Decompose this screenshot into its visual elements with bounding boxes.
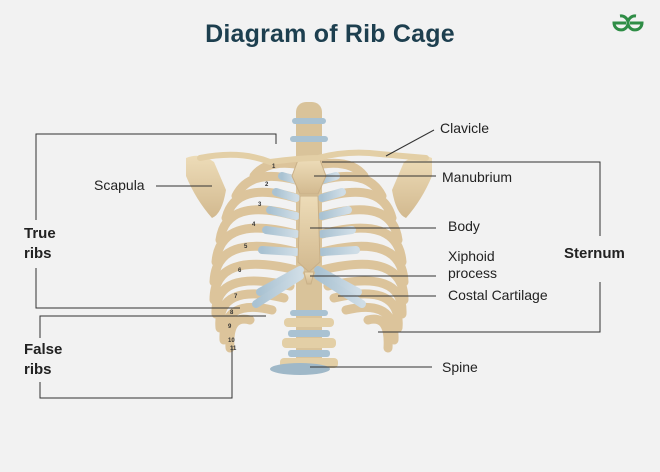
clavicle-bone [197,149,429,166]
right-scapula [392,155,432,218]
rib-number: 2 [265,182,269,188]
rib-number: 7 [234,294,238,300]
sternum-shape [291,159,327,285]
label-costal-cartilage: Costal Cartilage [448,287,548,303]
rib-number: 4 [252,222,256,228]
rib-number: 1 [272,164,276,170]
label-sternum: Sternum [564,245,625,262]
label-false-ribs: False ribs [24,341,63,378]
label-xiphoid-process: Xiphoid process [448,248,498,281]
label-clavicle: Clavicle [440,120,490,136]
leader-lines [35,129,601,399]
label-body: Body [448,218,480,234]
rib-number: 5 [244,244,248,250]
rib-number: 10 [228,338,235,344]
label-scapula: Scapula [94,177,145,193]
rib-number: 8 [230,310,234,316]
rib-number: 3 [258,202,262,208]
label-spine: Spine [442,359,478,375]
rib-number: 11 [230,346,237,352]
gfg-logo-icon [612,14,644,32]
page-title: Diagram of Rib Cage [205,20,455,48]
left-scapula [186,155,226,218]
rib-number: 9 [228,324,232,330]
rib-number: 6 [238,268,242,274]
label-true-ribs: True ribs [24,225,56,262]
label-manubrium: Manubrium [442,169,513,185]
rib-number-labels: 1 2 3 4 5 6 7 8 9 10 11 [228,164,276,352]
